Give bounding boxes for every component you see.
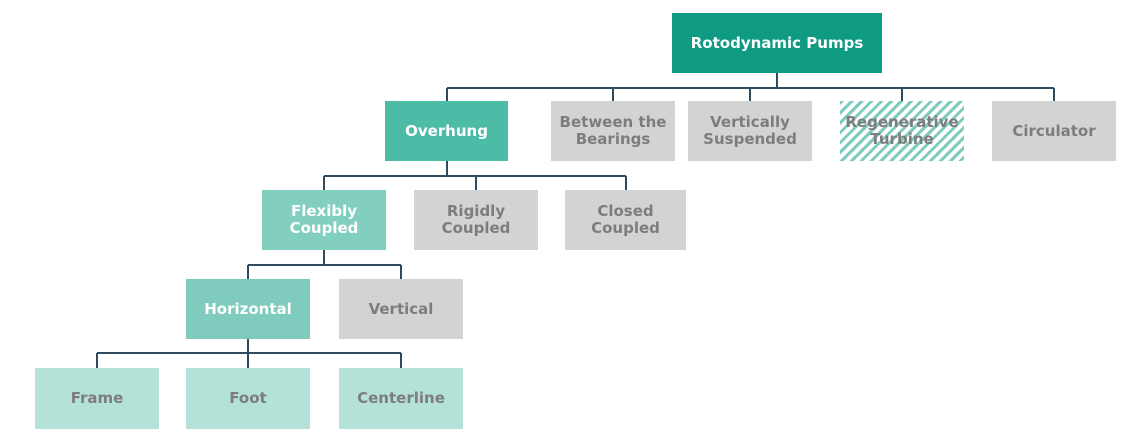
node-closed-coupled: Closed Coupled [565,190,686,250]
node-foot: Foot [186,368,310,429]
node-label: Horizontal [204,299,292,318]
node-label: Rigidly Coupled [441,202,511,237]
node-frame: Frame [35,368,159,429]
node-overhung: Overhung [385,101,508,161]
node-label: Flexibly Coupled [289,202,359,237]
node-label: Circulator [1012,121,1096,140]
node-vertical: Vertical [339,279,463,339]
node-vertically-suspended: Vertically Suspended [688,101,812,161]
node-label: Closed Coupled [591,202,660,237]
node-label: Vertical [368,299,434,318]
node-label: Regenerative Turbine [845,113,959,148]
node-rigidly-coupled: Rigidly Coupled [414,190,538,250]
node-centerline: Centerline [339,368,463,429]
node-label: Foot [229,389,267,407]
node-flexibly-coupled: Flexibly Coupled [262,190,386,250]
node-label: Vertically Suspended [703,113,797,148]
node-between-the-bearings: Between the Bearings [551,101,675,161]
node-horizontal: Horizontal [186,279,310,339]
node-label: Frame [70,389,124,407]
node-label: Centerline [357,389,445,407]
node-circulator: Circulator [992,101,1116,161]
node-label: Overhung [405,121,488,140]
node-label: Between the Bearings [559,113,667,148]
node-label: Rotodynamic Pumps [690,33,864,52]
node-rotodynamic-pumps: Rotodynamic Pumps [672,13,882,73]
node-regenerative-turbine: Regenerative Turbine [840,101,964,161]
